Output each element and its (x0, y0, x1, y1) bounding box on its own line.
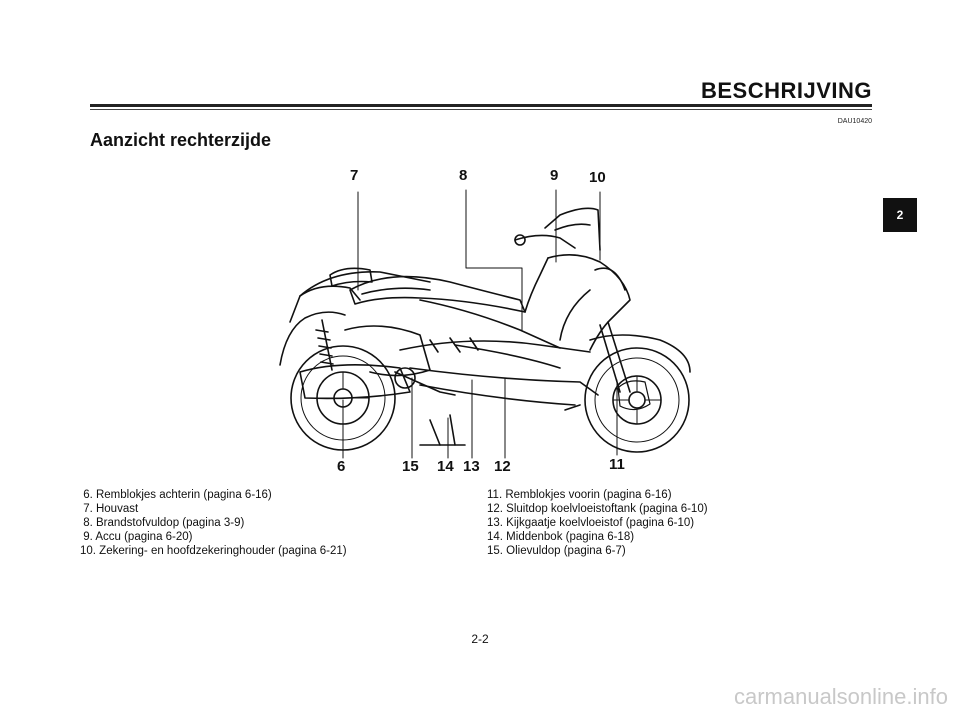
page-number: 2-2 (471, 632, 489, 646)
engine (299, 325, 456, 400)
callout-11: 11 (609, 456, 625, 473)
legend-left: 6. Remblokjes achterin (pagina 6-16) 7. … (80, 488, 347, 558)
legend-item: 13. Kijkgaatje koelvloeistof (pagina 6-1… (487, 517, 695, 529)
section-title: Aanzicht rechterzijde (90, 130, 272, 150)
chapter-tab[interactable]: 2 (883, 198, 917, 232)
callout-15: 15 (402, 458, 419, 475)
front-wheel (584, 347, 690, 453)
seat (349, 275, 526, 313)
center-stand (419, 414, 466, 446)
legend-item: 10. Zekering- en hoofdzekeringhouder (pa… (80, 545, 347, 557)
legend-item: 6. Remblokjes achterin (pagina 6-16) (80, 489, 272, 501)
callout-10: 10 (589, 169, 606, 186)
legend-item: 9. Accu (pagina 6-20) (80, 531, 193, 543)
rear-body (279, 267, 431, 366)
callout-8: 8 (459, 167, 467, 184)
callout-13: 13 (463, 458, 480, 475)
legend-item: 7. Houvast (80, 503, 139, 515)
callout-14: 14 (437, 458, 454, 475)
leader-lines (342, 189, 618, 459)
watermark: carmanualsonline.info (733, 684, 948, 709)
legend-item: 15. Olievuldop (pagina 6-7) (487, 545, 626, 557)
callout-12: 12 (494, 458, 511, 475)
legend-item: 12. Sluitdop koelvloeistoftank (pagina 6… (487, 503, 708, 515)
callout-7: 7 (350, 167, 358, 184)
callout-6: 6 (337, 458, 345, 475)
page-header-title: BESCHRIJVING (700, 78, 872, 103)
legend-right: 11. Remblokjes voorin (pagina 6-16) 12. … (487, 488, 708, 558)
main-body (399, 299, 599, 411)
callout-9: 9 (550, 167, 558, 184)
legend-item: 14. Middenbok (pagina 6-18) (487, 531, 635, 543)
legend-item: 8. Brandstofvuldop (pagina 3-9) (80, 517, 245, 529)
front-body (524, 254, 691, 393)
rear-shock (315, 319, 334, 371)
document-code: DAU10420 (837, 118, 872, 125)
header-rule-thin (90, 109, 872, 110)
legend-item: 11. Remblokjes voorin (pagina 6-16) (487, 489, 672, 501)
handlebar (514, 207, 601, 251)
header-rule (90, 104, 872, 107)
